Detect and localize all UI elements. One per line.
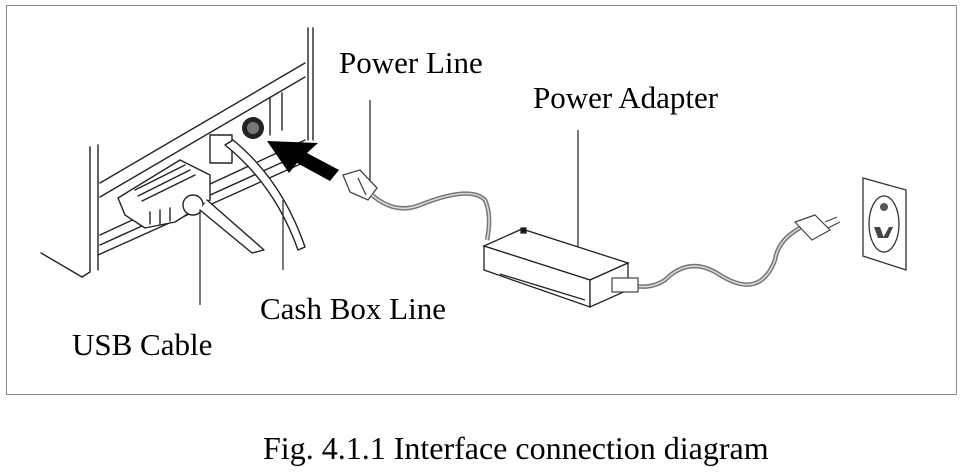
label-power-adapter: Power Adapter <box>533 80 719 115</box>
power-line-plug <box>342 169 378 201</box>
ac-plug <box>793 214 841 241</box>
ac-cord <box>629 226 802 289</box>
leader-lines <box>199 100 579 305</box>
diagram-frame <box>6 5 957 395</box>
power-port <box>242 117 264 139</box>
power-adapter <box>482 227 630 309</box>
label-usb-cable: USB Cable <box>72 327 213 362</box>
adapter-output-plug <box>611 277 639 293</box>
insert-arrow-icon <box>267 141 339 181</box>
wall-socket <box>862 177 907 271</box>
connection-illustration <box>40 27 907 309</box>
usb-connector <box>117 159 265 254</box>
cash-box-cable <box>209 134 306 251</box>
figure-caption: Fig. 4.1.1 Interface connection diagram <box>263 430 769 466</box>
label-power-line: Power Line <box>339 45 483 80</box>
label-cash-box-line: Cash Box Line <box>260 291 446 326</box>
printer-rear-panel <box>40 27 314 278</box>
